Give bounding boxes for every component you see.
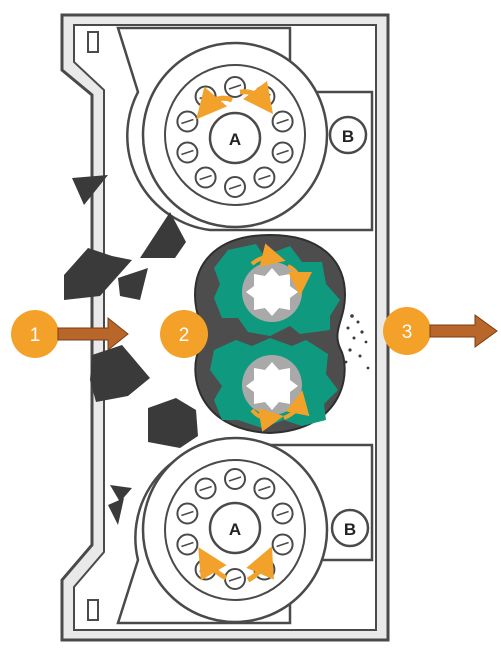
bolt-slot (276, 541, 289, 548)
rotation-arrow-icon (198, 546, 274, 583)
step-1-number: 1 (30, 325, 41, 346)
rotor-bottom-hub (208, 501, 262, 555)
step-3-number: 3 (402, 322, 413, 343)
bolt-slot (276, 149, 289, 156)
step-1-badge (11, 310, 59, 358)
bearing-top (328, 115, 368, 155)
bolt-slot (181, 510, 194, 517)
rotor-bottom-label: A (229, 520, 241, 539)
bolt-slot (228, 576, 242, 582)
bolt-slot (258, 485, 271, 492)
flow-arrow-icon (57, 316, 129, 352)
bolt-slot (276, 510, 289, 517)
bearing-bottom (330, 508, 370, 548)
debris (64, 175, 198, 525)
bolt-slot (199, 485, 212, 492)
bearing-top-label: B (342, 127, 354, 146)
rotor-top-label: A (229, 130, 241, 149)
rotor-top-hub (208, 111, 262, 165)
bolt-slot (181, 541, 194, 548)
bolt-slot (228, 476, 242, 482)
bolt-slot (228, 84, 242, 90)
shredder-gears (193, 233, 347, 435)
bolt-slot (228, 184, 242, 190)
step-2-number: 2 (179, 325, 190, 346)
bolt-slot (181, 118, 194, 125)
step-2-badge (160, 310, 208, 358)
step-3-badge (383, 307, 431, 355)
flow-arrow-icon (429, 314, 498, 348)
rotation-arrow-icon (196, 80, 274, 120)
bolt-slot (258, 174, 271, 181)
bolt-slot (276, 118, 289, 125)
bolt-slot (181, 149, 194, 156)
bolt-slot (199, 174, 212, 181)
bearing-bottom-label: B (344, 520, 356, 539)
shredded-particles (344, 314, 370, 370)
